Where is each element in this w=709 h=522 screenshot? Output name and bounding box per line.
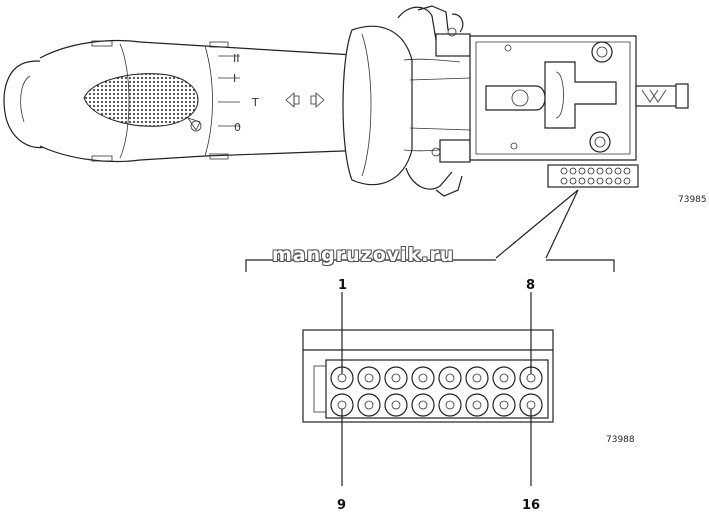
position-ii-label: II bbox=[233, 52, 240, 65]
watermark: mangruzovik.ru bbox=[272, 244, 455, 266]
position-i-label: I bbox=[233, 72, 236, 85]
switch-stalk: II I T 0 bbox=[3, 5, 689, 197]
pin-label-16: 16 bbox=[522, 498, 540, 513]
washer-icon bbox=[187, 117, 202, 132]
pin-label-8: 8 bbox=[526, 278, 535, 293]
turn-signal-icon bbox=[285, 92, 325, 108]
pin-row-bottom bbox=[330, 393, 543, 417]
figure-number-top: 73985 bbox=[678, 195, 707, 205]
pin-label-9: 9 bbox=[337, 498, 346, 513]
connector-detail bbox=[302, 292, 554, 486]
position-t-label: T bbox=[251, 96, 259, 109]
position-0-label: 0 bbox=[234, 121, 241, 134]
detail-callout-lines bbox=[245, 189, 615, 272]
pin-row-top bbox=[330, 366, 543, 390]
pin-label-1: 1 bbox=[338, 278, 347, 293]
figure-number-bottom: 73988 bbox=[606, 435, 635, 445]
